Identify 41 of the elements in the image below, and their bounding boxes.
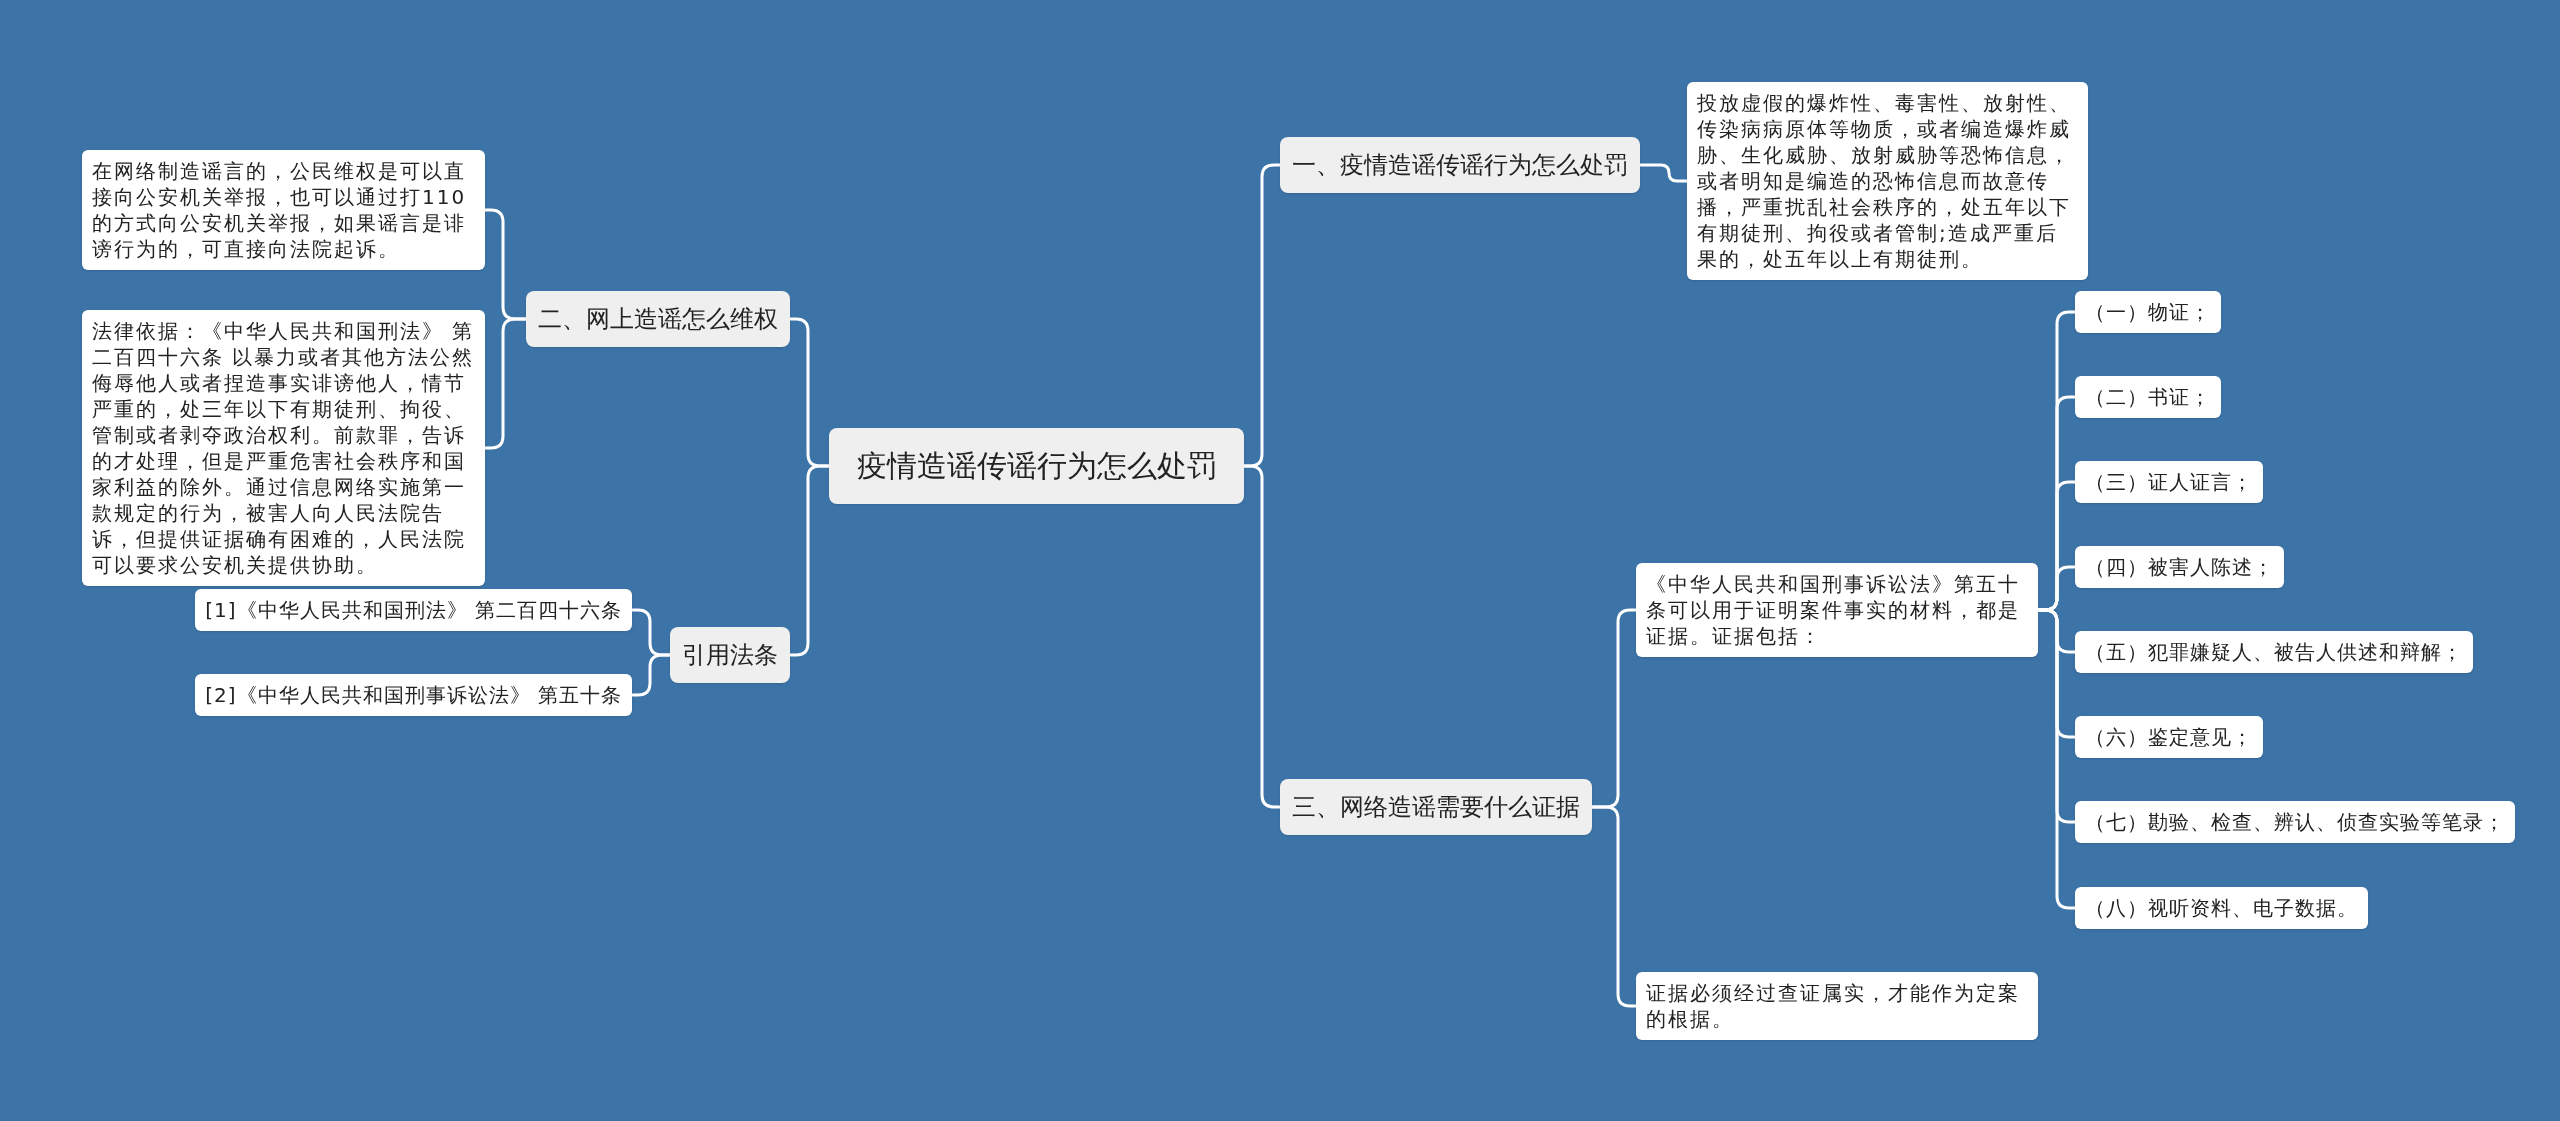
branch-topic bbox=[526, 291, 790, 347]
topic-text: （三）证人证言； bbox=[2085, 469, 2253, 495]
topic-text: 一、疫情造谣传谣行为怎么处罚 bbox=[1292, 150, 1628, 181]
topic-text: 投放虚假的爆炸性、毒害性、放射性、传染病病原体等物质，或者编造爆炸威胁、生化威胁、放射威胁等恐怖信息，或者明知是编造的恐怖信息而故意传播，严重扰乱社会秩序的，处五年以下有期徒刑、拘役或者管制;造成严重后果的，处五年以上有期徒刑。 bbox=[1697, 90, 2072, 272]
branch-topic bbox=[1280, 779, 1592, 835]
topic-text: （四）被害人陈述； bbox=[2085, 554, 2274, 580]
topic-text: （一）物证； bbox=[2085, 299, 2211, 325]
topic-text: 法律依据：《中华人民共和国刑法》 第二百四十六条 以暴力或者其他方法公然侮辱他人或者捏造事实诽谤他人，情节严重的，处三年以下有期徒刑、拘役、管制或者剥夺政治权利。前款罪，告诉的才处理，但是严重危害社会秩序和国家利益的除外。通过信息网络实施第一款规定的行为，被害人向人民法院告诉，但提供证据确有困难的，人民法院可以要求公安机关提供协助。 bbox=[92, 318, 475, 578]
list-item-card bbox=[195, 674, 632, 716]
list-item-card bbox=[2075, 546, 2284, 588]
list-item-card bbox=[2075, 376, 2221, 418]
list-item-card bbox=[2075, 461, 2263, 503]
topic-text: 《中华人民共和国刑事诉讼法》第五十条可以用于证明案件事实的材料，都是证据。证据包括： bbox=[1646, 571, 2021, 649]
topic-text: （五）犯罪嫌疑人、被告人供述和辩解； bbox=[2085, 639, 2463, 665]
note-card bbox=[1636, 972, 2038, 1040]
list-item-card bbox=[2075, 887, 2368, 929]
connector-line bbox=[632, 653, 670, 697]
list-item-card bbox=[2075, 631, 2473, 673]
topic-text: 在网络制造谣言的，公民维权是可以直接向公安机关举报，也可以通过打110的方式向公安机关举报，如果谣言是诽谤行为的，可直接向法院起诉。 bbox=[92, 158, 468, 262]
connector-line bbox=[1244, 464, 1280, 809]
list-item-card bbox=[2075, 291, 2221, 333]
connector-line bbox=[1640, 163, 1687, 183]
list-item-card bbox=[195, 589, 632, 631]
list-item-card bbox=[2075, 801, 2515, 843]
topic-text: 二、网上造谣怎么维权 bbox=[538, 304, 778, 335]
topic-text: [1]《中华人民共和国刑法》 第二百四十六条 bbox=[205, 597, 622, 623]
topic-text: （八）视听资料、电子数据。 bbox=[2085, 895, 2358, 921]
topic-text: 证据必须经过查证属实，才能作为定案的根据。 bbox=[1646, 980, 2021, 1032]
branch-topic bbox=[670, 627, 790, 683]
topic-text: （六）鉴定意见； bbox=[2085, 724, 2253, 750]
topic-text: （七）勘验、检查、辨认、侦查实验等笔录； bbox=[2085, 809, 2505, 835]
topic-text: 三、网络造谣需要什么证据 bbox=[1292, 792, 1580, 823]
topic-text: 引用法条 bbox=[682, 640, 778, 671]
topic-text: [2]《中华人民共和国刑事诉讼法》 第五十条 bbox=[205, 682, 622, 708]
note-card bbox=[1636, 563, 2038, 657]
central-topic bbox=[829, 428, 1244, 504]
list-item-card bbox=[2075, 716, 2263, 758]
topic-text: 疫情造谣传谣行为怎么处罚 bbox=[855, 447, 1218, 485]
note-card bbox=[82, 150, 485, 270]
branch-topic bbox=[1280, 137, 1640, 193]
topic-text: （二）书证； bbox=[2085, 384, 2211, 410]
